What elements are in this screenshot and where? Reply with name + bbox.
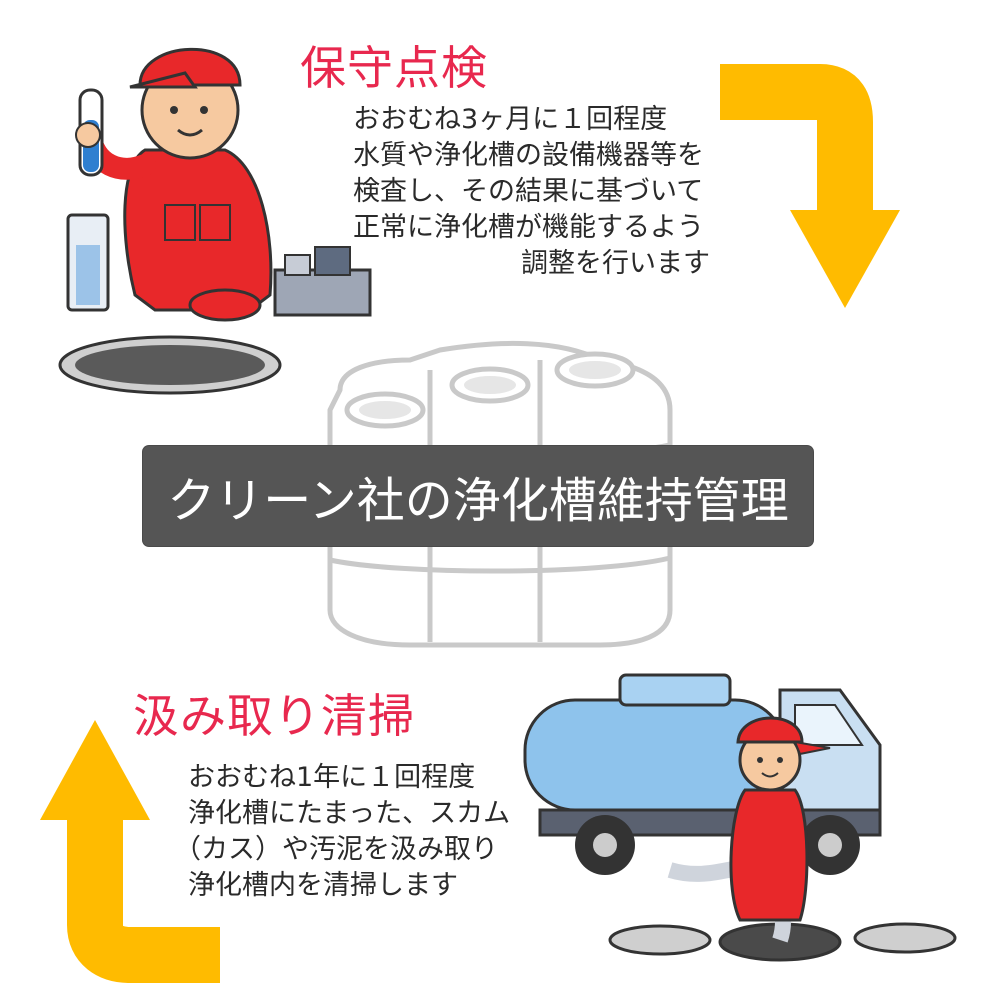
vacuum-truck-illustration — [523, 673, 957, 962]
pumping-line: （カス）や汚泥を汲み取り — [174, 834, 498, 865]
pumping-heading: 汲み取り清掃 — [133, 689, 415, 743]
arrow-down-icon — [720, 64, 900, 308]
maintenance-description: おおむね3ヶ月に１回程度 水質や浄化槽の設備機器等を 検査し、その結果に基づいて… — [353, 102, 710, 282]
maintenance-line: おおむね3ヶ月に１回程度 — [353, 104, 668, 135]
pumping-description: おおむね1年に１回程度 浄化槽にたまった、スカム （カス）や汚泥を汲み取り 浄化… — [174, 760, 511, 904]
pumping-line: おおむね1年に１回程度 — [188, 762, 476, 793]
maintenance-line: 調整を行います — [521, 248, 710, 279]
pumping-line: 浄化槽にたまった、スカム — [188, 798, 511, 829]
maintenance-line: 検査し、その結果に基づいて — [353, 176, 704, 207]
maintenance-line: 水質や浄化槽の設備機器等を — [353, 140, 704, 171]
maintenance-line: 正常に浄化槽が機能するよう — [353, 212, 704, 243]
title-banner: クリーン社の浄化槽維持管理 — [143, 446, 813, 546]
page-title: クリーン社の浄化槽維持管理 — [167, 473, 789, 529]
pumping-line: 浄化槽内を清掃します — [188, 870, 458, 901]
maintenance-heading: 保守点検 — [300, 41, 488, 95]
worker-inspection-illustration — [58, 47, 372, 395]
arrow-up-icon — [40, 720, 220, 983]
